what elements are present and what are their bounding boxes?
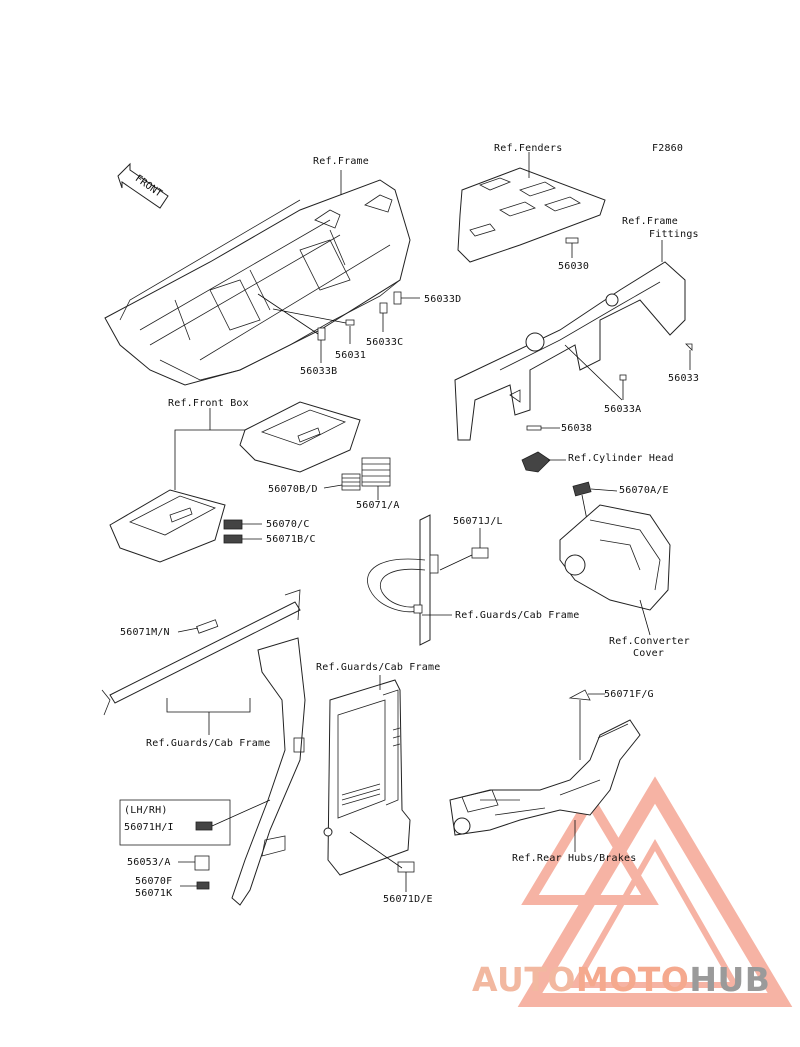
part-label-56033C: 56033C — [366, 337, 404, 348]
watermark-part-1: AUTO — [472, 960, 576, 999]
decal-56053-A — [194, 855, 210, 871]
decal-56071-A — [361, 457, 391, 487]
pillar-drawing — [231, 637, 306, 906]
decal-56071M-N — [196, 619, 219, 634]
watermark-logo: AUTOMOTOHUB — [472, 960, 770, 999]
decal-56070F-56071K — [196, 881, 210, 890]
part-label-56038: 56038 — [561, 423, 593, 434]
decal-56031 — [345, 319, 355, 326]
frame-drawing — [104, 179, 411, 386]
part-label-56031: 56031 — [335, 350, 367, 361]
ref-converter-cover-label-2: Cover — [633, 648, 665, 659]
decal-56070-C — [223, 519, 243, 530]
part-label-56070-C: 56070/C — [266, 519, 310, 530]
decal-56038 — [526, 425, 542, 431]
watermark-part-2: MOTO — [575, 960, 690, 999]
part-label-56071B-C: 56071B/C — [266, 534, 316, 545]
part-label-56070B-D: 56070B/D — [268, 484, 318, 495]
decal-56033C — [379, 302, 388, 314]
part-label-56071J-L: 56071J/L — [453, 516, 503, 527]
front-arrow-icon: FRONT — [117, 162, 169, 209]
rear-hubs-drawing — [449, 719, 641, 836]
part-label-56030: 56030 — [558, 261, 590, 272]
part-label-56033D: 56033D — [424, 294, 462, 305]
guard-jl-drawing — [367, 514, 439, 646]
ref-guards-cab-frame-label-3: Ref.Guards/Cab Frame — [146, 738, 271, 749]
ref-fenders-label: Ref.Fenders — [494, 143, 563, 154]
ref-frame-fittings-label-2: Fittings — [649, 229, 699, 240]
watermark-part-3: HUB — [689, 960, 771, 999]
cab-door-drawing — [323, 679, 411, 876]
part-label-56071F-G: 56071F/G — [604, 689, 654, 700]
part-label-56071M-N: 56071M/N — [120, 627, 170, 638]
decal-56070A-E — [572, 481, 592, 497]
part-label-56071H-I: 56071H/I — [124, 822, 174, 833]
part-label-56033: 56033 — [668, 373, 700, 384]
converter-cover-drawing — [559, 504, 671, 611]
decal-56070B-D — [341, 473, 361, 491]
decal-56033 — [685, 343, 693, 351]
part-label-56033B: 56033B — [300, 366, 338, 377]
ref-frame-fittings-label-1: Ref.Frame — [622, 216, 678, 227]
ref-front-box-label: Ref.Front Box — [168, 398, 249, 409]
fenders-drawing — [457, 167, 606, 263]
decal-56071H-I — [195, 821, 213, 831]
decal-56033A — [619, 374, 627, 381]
ref-guards-cab-frame-label-2: Ref.Guards/Cab Frame — [316, 662, 441, 673]
decal-56033D — [393, 291, 402, 305]
decal-56071F-G — [568, 689, 591, 701]
part-label-56071-A: 56071/A — [356, 500, 400, 511]
ref-rear-hubs-brakes-label: Ref.Rear Hubs/Brakes — [512, 853, 637, 864]
part-label-56071K: 56071K — [135, 888, 173, 899]
part-label-56033A: 56033A — [604, 404, 642, 415]
ref-cylinder-head-label: Ref.Cylinder Head — [568, 453, 674, 464]
frame-fittings-drawing — [454, 261, 686, 441]
front-box-drawing — [109, 401, 361, 563]
ref-frame-label: Ref.Frame — [313, 156, 369, 167]
decal-56030 — [565, 237, 579, 244]
part-label-56053-A: 56053/A — [127, 857, 171, 868]
cylinder-head-part — [521, 451, 551, 473]
watermark-triangle — [517, 776, 793, 1007]
ref-guards-cab-frame-label-1: Ref.Guards/Cab Frame — [455, 610, 580, 621]
part-label-56070A-E: 56070A/E — [619, 485, 669, 496]
part-label-56071D-E: 56071D/E — [383, 894, 433, 905]
decal-56033B — [317, 327, 326, 341]
guard-bar-drawing — [101, 589, 301, 716]
decal-56071J-L — [471, 547, 489, 559]
lh-rh-label: (LH/RH) — [124, 805, 168, 816]
part-label-56070F: 56070F — [135, 876, 173, 887]
ref-converter-cover-label-1: Ref.Converter — [609, 636, 690, 647]
decal-56071B-C — [223, 534, 243, 544]
lh-rh-box — [119, 799, 231, 846]
figure-code: F2860 — [652, 143, 684, 154]
